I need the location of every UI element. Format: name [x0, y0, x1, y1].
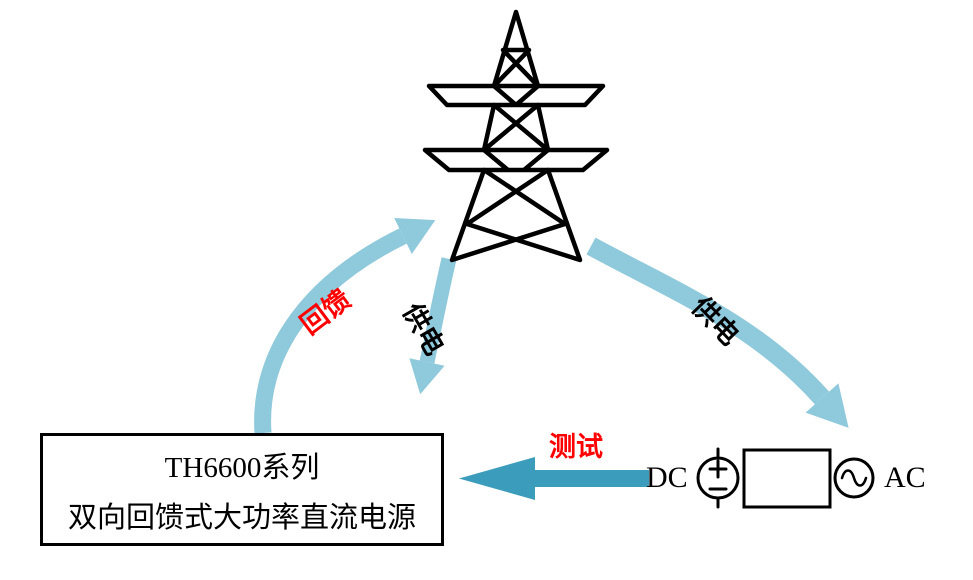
ac-label: AC [884, 461, 926, 494]
test-label: 测试 [549, 432, 603, 462]
dc-label: DC [646, 461, 688, 494]
feedback-arrow [254, 218, 436, 434]
device-rectangle [742, 448, 832, 509]
device-title-line2: 双向回馈式大功率直流电源 [67, 501, 416, 534]
test-arrow [459, 457, 649, 500]
device-title-line1: TH6600系列 [164, 451, 320, 484]
ac-source-icon [833, 457, 875, 499]
supply-arrow-right [586, 237, 849, 428]
device-box: TH6600系列 双向回馈式大功率直流电源 [40, 433, 444, 546]
supply-arrow-left [409, 257, 457, 395]
dc-source-icon [696, 447, 740, 509]
transmission-tower-icon [422, 9, 610, 263]
